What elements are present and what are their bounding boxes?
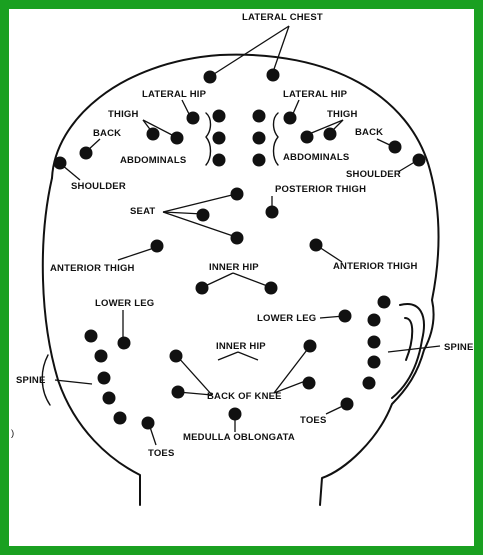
point-abdominals-right-2 [252,131,266,145]
point-thigh-left-a [146,127,160,141]
point-spine-right-1 [377,295,391,309]
point-inner-hip-lower-left [169,349,183,363]
point-inner-hip-upper-left [195,281,209,295]
point-anterior-thigh-left [150,239,164,253]
label-inner-hip-upper: INNER HIP [209,262,259,273]
point-medulla-oblongata [228,407,242,421]
left-ear-outline [41,354,51,406]
label-back-left: BACK [93,128,122,139]
point-abdominals-left-3 [212,153,226,167]
point-seat-upper [230,187,244,201]
label-abdominals-right: ABDOMINALS [283,152,350,163]
point-lateral-hip-right [283,111,297,125]
point-spine-left-4 [102,391,116,405]
label-toes-right: TOES [300,415,327,426]
point-toes-left [141,416,155,430]
point-lower-leg-left [117,336,131,350]
ear-inner [404,317,414,361]
point-abdominals-right-3 [252,153,266,167]
label-lateral-chest: LATERAL CHEST [242,12,323,23]
point-abdominals-left-2 [212,131,226,145]
point-shoulder-left [53,156,67,170]
point-spine-left-1 [84,329,98,343]
label-shoulder-left: SHOULDER [71,181,126,192]
label-spine-right: SPINE [444,342,474,353]
point-spine-right-5 [362,376,376,390]
label-medulla-oblongata: MEDULLA OBLONGATA [183,432,295,443]
ear-outline [391,303,425,399]
point-shoulder-right [412,153,426,167]
label-anterior-thigh-left: ANTERIOR THIGH [50,263,135,274]
head-outline [51,53,440,506]
label-seat: SEAT [130,206,156,217]
point-posterior-thigh [265,205,279,219]
point-toes-right [340,397,354,411]
label-anterior-thigh-right: ANTERIOR THIGH [333,261,418,272]
point-inner-hip-lower-right [303,339,317,353]
label-toes-left: TOES [148,448,175,459]
point-spine-left-3 [97,371,111,385]
point-inner-hip-upper-right [264,281,278,295]
point-back-right [388,140,402,154]
point-back-of-knee-left [171,385,185,399]
point-thigh-left-b [170,131,184,145]
point-seat-middle [196,208,210,222]
label-lower-leg-right: LOWER LEG [257,313,317,324]
label-lower-leg-left: LOWER LEG [95,298,155,309]
point-thigh-right-a [323,127,337,141]
label-thigh-right: THIGH [327,109,358,120]
point-spine-left-5 [113,411,127,425]
point-abdominals-left-1 [212,109,226,123]
center-bracket-left [205,112,212,166]
point-lower-leg-right [338,309,352,323]
label-posterior-thigh: POSTERIOR THIGH [275,184,367,195]
label-abdominals-left: ABDOMINALS [120,155,187,166]
label-shoulder-right: SHOULDER [346,169,401,180]
point-lateral-chest-left [203,70,217,84]
pressure-points [53,68,426,430]
point-back-of-knee-right [302,376,316,390]
point-seat-lower [230,231,244,245]
label-thigh-left: THIGH [108,109,139,120]
label-back-of-knee: BACK OF KNEE [207,391,282,402]
label-spine-left: SPINE [16,375,46,386]
center-bracket-right [272,112,279,166]
left-margin-mark: ) [11,428,15,439]
point-abdominals-right-1 [252,109,266,123]
point-thigh-right-b [300,130,314,144]
point-lateral-chest-right [266,68,280,82]
label-lateral-hip-left: LATERAL HIP [142,89,207,100]
label-lateral-hip-right: LATERAL HIP [283,89,348,100]
point-lateral-hip-left [186,111,200,125]
point-spine-right-4 [367,355,381,369]
point-spine-right-3 [367,335,381,349]
label-inner-hip-lower: INNER HIP [216,341,266,352]
point-spine-right-2 [367,313,381,327]
point-back-left [79,146,93,160]
label-back-right: BACK [355,127,384,138]
point-anterior-thigh-right [309,238,323,252]
point-spine-left-2 [94,349,108,363]
